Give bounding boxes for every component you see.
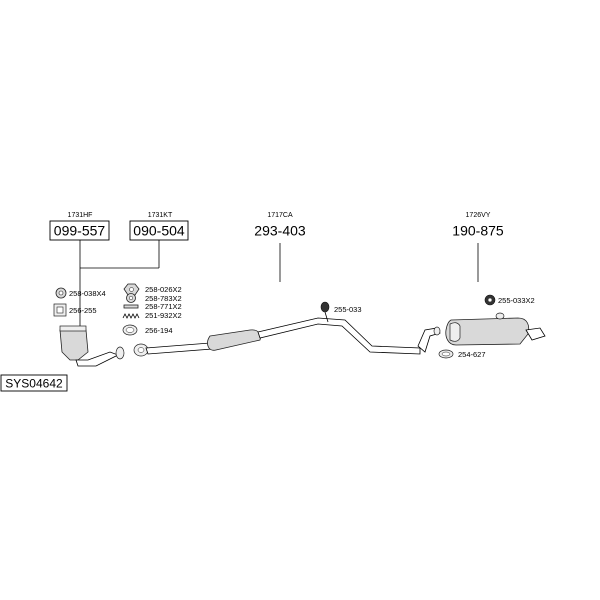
accessory-label-mid-4[interactable]: 251-932X2 [145, 311, 182, 320]
rubber-hanger-rear-icon [484, 294, 496, 306]
part-number-middle-silencer[interactable]: 293-403 [254, 223, 306, 239]
oem-label-rear-silencer: 1726VY [466, 212, 491, 219]
accessory-label-center[interactable]: 255-033 [334, 305, 362, 314]
part-number-rear-silencer[interactable]: 190-875 [452, 223, 504, 239]
catalytic-converter[interactable] [59, 325, 125, 367]
oem-label-front-pipe: 1731KT [148, 212, 173, 219]
spring-icon [122, 313, 140, 319]
part-number-catalyst[interactable]: 099-557 [54, 223, 106, 239]
accessory-label-mid-3[interactable]: 258-771X2 [145, 302, 182, 311]
accessory-label-left-1[interactable]: 258-038X4 [69, 289, 106, 298]
oem-label-catalyst: 1731HF [68, 212, 93, 219]
accessory-label-mid-2[interactable]: 258-783X2 [145, 294, 182, 303]
nut-icon [123, 283, 140, 296]
accessory-label-left-2[interactable]: 256-255 [69, 306, 97, 315]
part-number-front-pipe[interactable]: 090-504 [133, 223, 185, 239]
system-code: SYS04642 [5, 377, 63, 391]
leader-lines [79, 240, 479, 333]
bolt-icon [123, 304, 139, 309]
accessory-label-mid-5[interactable]: 256-194 [145, 326, 173, 335]
washer-icon [126, 293, 136, 303]
part-box-catalyst[interactable] [49, 220, 110, 241]
accessory-label-mid-1[interactable]: 258-026X2 [145, 285, 182, 294]
rear-clamp-icon [438, 349, 454, 359]
rear-silencer[interactable] [445, 312, 546, 346]
gasket-icon [53, 303, 67, 317]
accessory-label-right-2[interactable]: 254-627 [458, 350, 486, 359]
middle-silencer-pipe[interactable] [145, 317, 441, 355]
clamp-icon [55, 287, 67, 299]
oem-label-middle-silencer: 1717CA [267, 212, 293, 219]
accessory-label-right-1[interactable]: 255-033X2 [498, 296, 535, 305]
front-flange [133, 343, 149, 357]
ring-gasket-icon [122, 324, 138, 336]
system-code-box [0, 374, 68, 392]
rubber-hanger-center-icon [320, 301, 330, 323]
